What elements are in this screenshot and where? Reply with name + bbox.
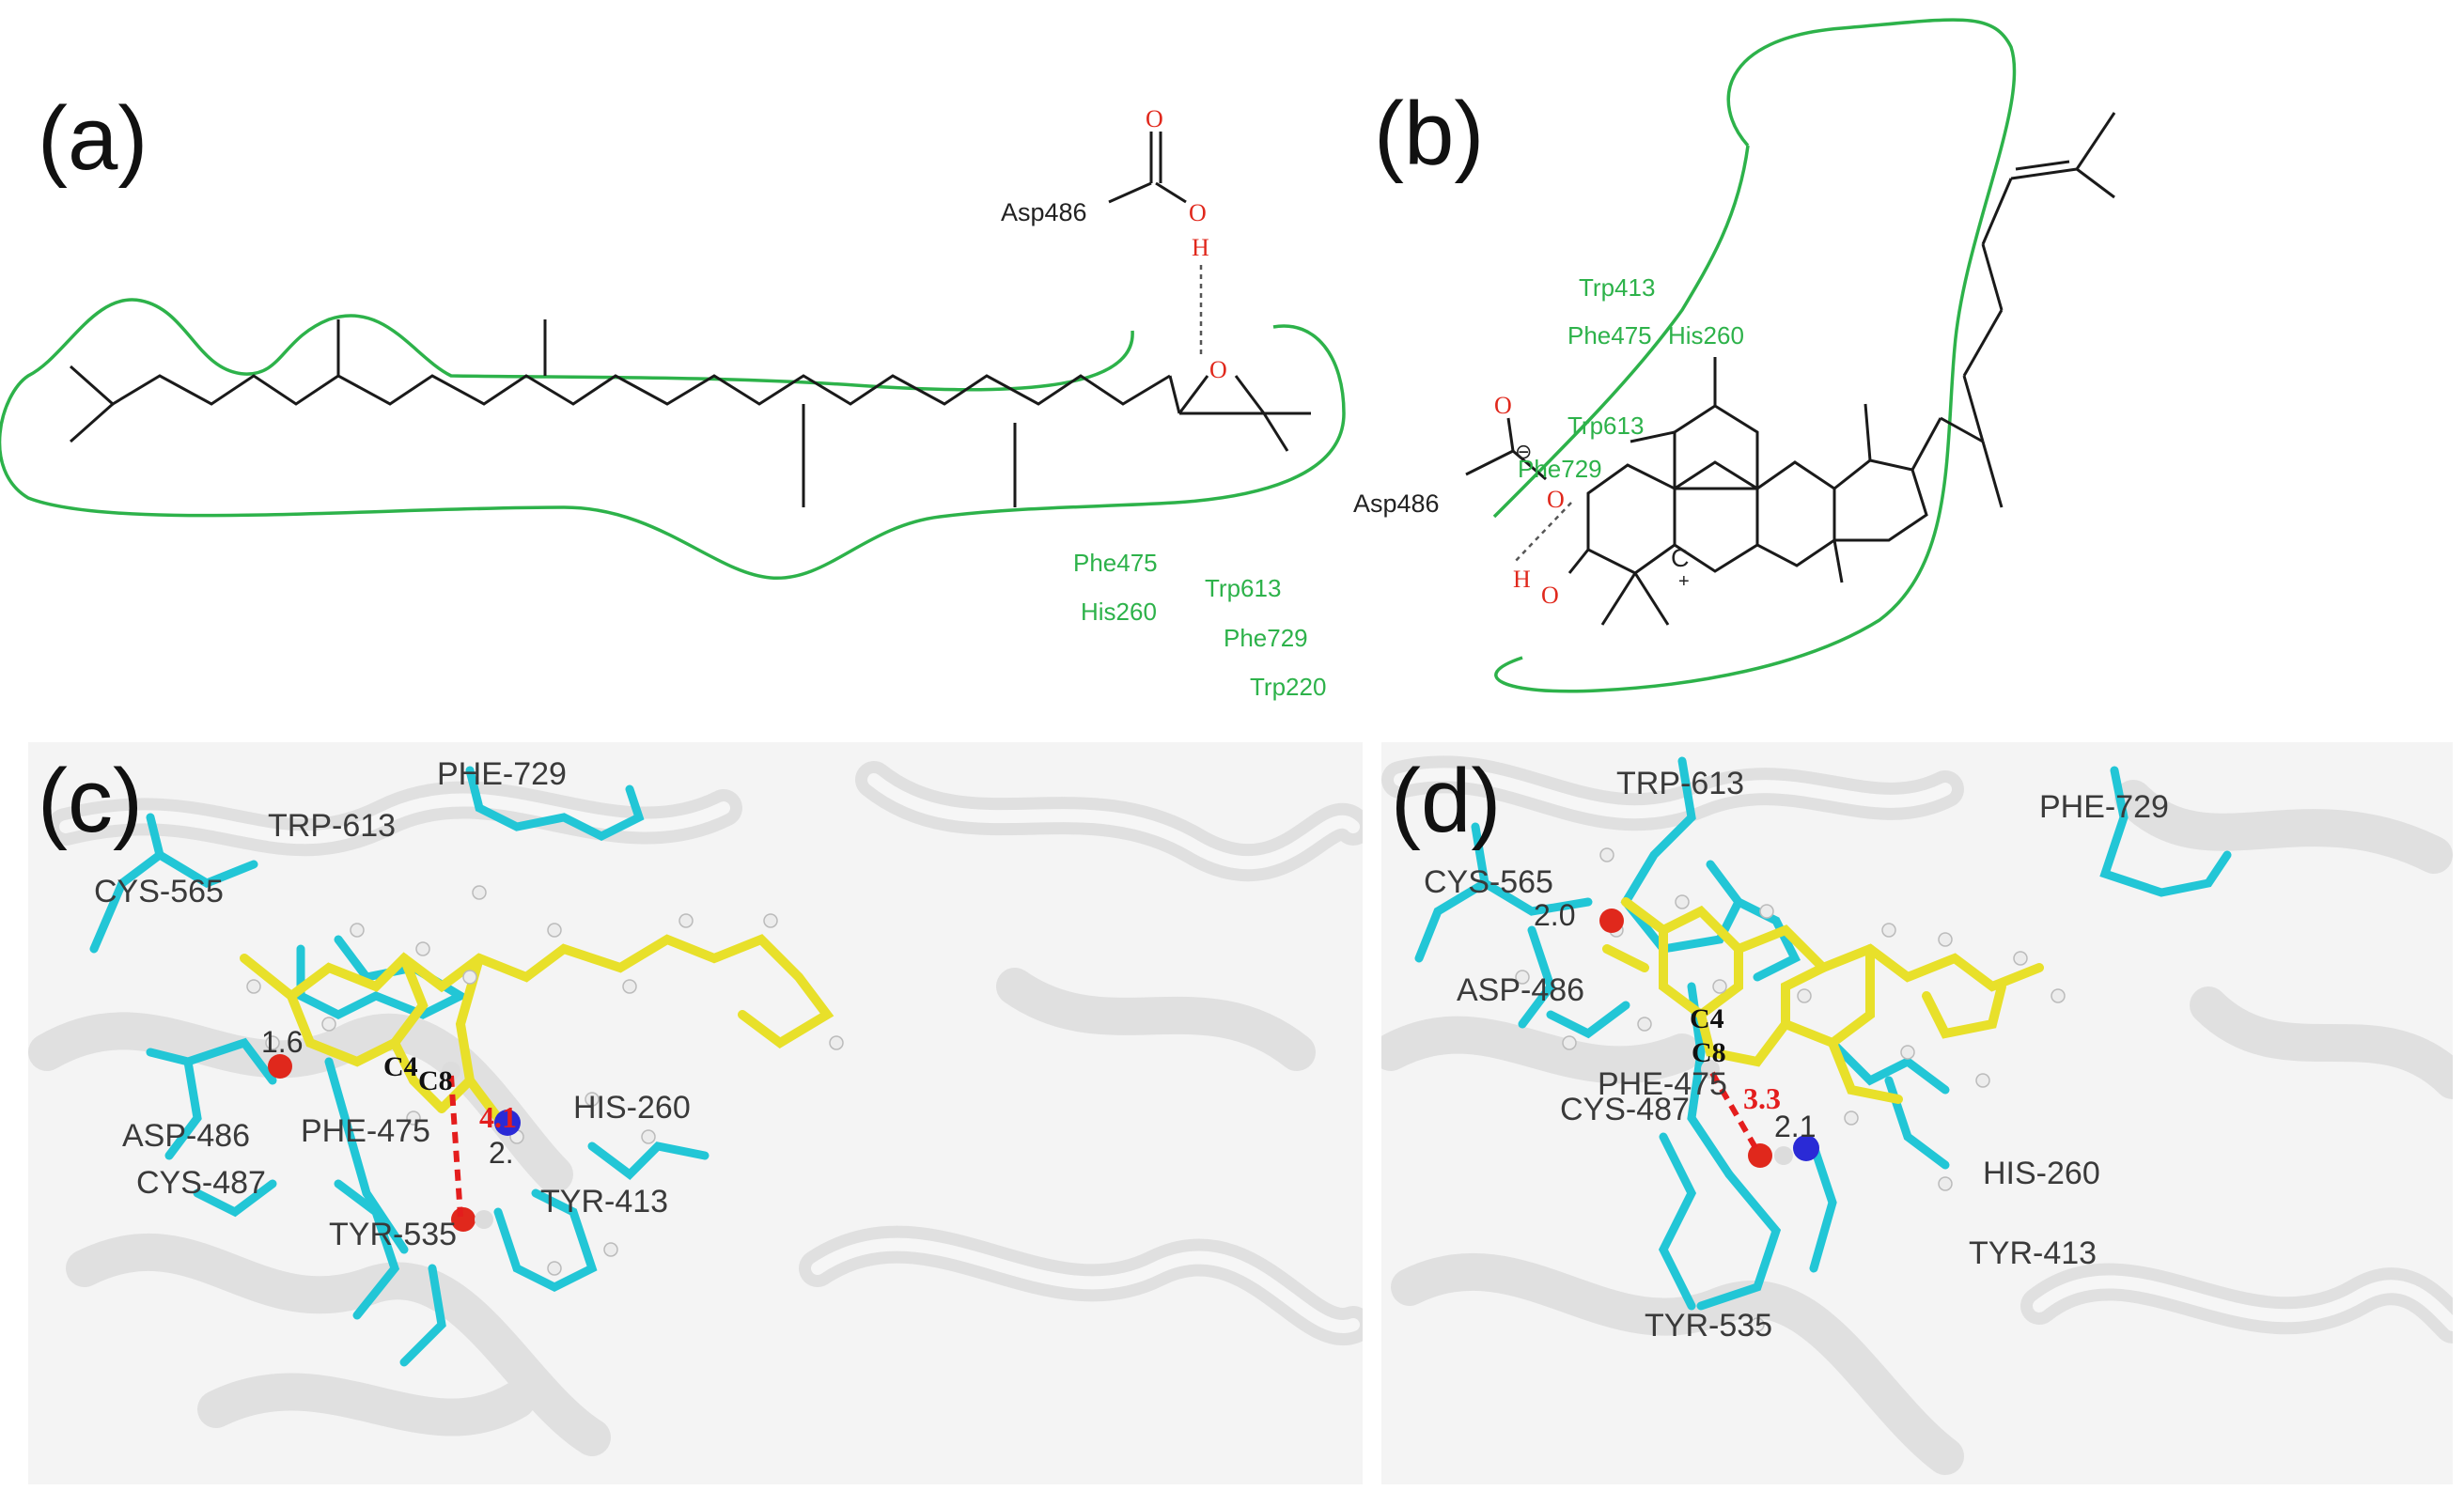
hydrogen-atom-d2 [1774,1146,1793,1165]
residue-phe729-b: Phe729 [1518,455,1602,483]
hbond-b [1512,502,1572,565]
asp486-oxygen-double: O [1146,105,1163,132]
pocket-outline-b2 [1492,145,1750,519]
atom-c8-c: C8 [418,1065,453,1096]
nitrogen-atom-d [1793,1135,1819,1161]
residue-phe729-a: Phe729 [1224,624,1308,652]
oxidosqualene-skeleton [70,319,1171,507]
residue-tyr413-c: TYR-413 [540,1184,668,1219]
atom-c4-c: C4 [383,1051,418,1082]
residue-phe475-a: Phe475 [1073,549,1158,577]
residue-phe729-c: PHE-729 [437,756,567,792]
residue-cys565-c: CYS-565 [94,874,224,909]
protein-ribbon-d-light [1394,768,2453,1331]
pocket-outline-a [0,298,1346,580]
residue-his260-d: HIS-260 [1983,1156,2100,1191]
carboxylate-oxygen-2: O [1547,486,1565,513]
asp486-oxygen-hydroxyl: O [1189,199,1207,226]
panel-b-label: (b) [1374,84,1484,184]
acidic-hydrogen: H [1192,234,1209,261]
asp486-carboxyl [1108,132,1187,204]
carboxylate-oxygen-1: O [1494,392,1512,419]
key-distance-c: 4.1 [479,1100,517,1134]
atom-c8-d: C8 [1692,1037,1726,1068]
epoxide-ring [1168,375,1311,452]
residue-trp613-d: TRP-613 [1616,766,1744,801]
hydroxyl-oxygen-b: O [1541,582,1559,609]
lanosteryl-skeleton [1567,112,2116,626]
panel-c: (c) TRP-613 PHE-729 CYS-565 ASP-486 CYS-… [28,742,1363,1484]
distance-line-c [448,1075,463,1218]
residue-tyr535-c: TYR-535 [329,1217,457,1252]
asp486-carboxylate [1465,417,1547,481]
distance-label-c2: 2. [489,1136,514,1170]
pocket-outline-b [1494,18,2017,693]
residue-tyr413-d: TYR-413 [1969,1235,2097,1271]
residue-trp613-c: TRP-613 [268,808,396,844]
oxygen-atom-c1 [268,1054,292,1079]
key-distance-d: 3.3 [1743,1081,1781,1115]
residue-asp486-c: ASP-486 [122,1118,250,1154]
asp486-label-a: Asp486 [1001,198,1087,226]
residue-trp613-a: Trp613 [1205,574,1281,602]
panel-a: (a) O Asp486 O O H Phe475 His260 Trp613 … [0,0,1353,714]
panel-b: (b) O H C + Asp486 O O ⊖ [1353,0,2464,723]
nitrogen-atom-c [494,1110,521,1136]
asp486-label-b: Asp486 [1353,489,1440,518]
residue-cys487-c: CYS-487 [136,1165,266,1201]
panel-d-label: (d) [1391,751,1501,851]
residue-phe475-d: PHE-475 [1598,1066,1727,1102]
residue-phe729-d: PHE-729 [2039,789,2169,825]
oxygen-atom-d2 [1748,1143,1772,1168]
hydrogen-atoms-c [246,885,844,1276]
residue-tyr535-d: TYR-535 [1645,1308,1772,1343]
residue-his260-b: His260 [1668,321,1744,349]
cation-charge: + [1678,571,1690,592]
residue-phe475-b: Phe475 [1567,321,1652,349]
panel-c-label: (c) [38,751,143,851]
residue-trp413-b: Trp413 [1579,273,1655,302]
distance-line-d [1709,1071,1760,1153]
epoxide-oxygen: O [1209,356,1227,383]
residue-sticks-d [1414,756,2232,1311]
hydrogen-atom-c1 [442,1062,460,1080]
panel-d: (d) TRP-613 PHE-729 CYS-565 ASP-486 CYS-… [1381,742,2453,1484]
distance-label-d1: 2.0 [1534,898,1575,932]
hydrogen-atoms-d [1515,847,2066,1332]
residue-asp486-d: ASP-486 [1457,972,1584,1008]
panel-a-label: (a) [38,88,148,189]
residue-trp613-b: Trp613 [1567,412,1644,440]
distance-label-d2: 2.1 [1774,1110,1816,1143]
residue-his260-a: His260 [1081,598,1157,626]
protein-ribbon-c-light [59,773,1360,1333]
cation-carbon: C [1671,544,1690,572]
atom-c4-d: C4 [1690,1003,1724,1034]
ligand-sticks-d [1602,897,2044,1104]
distance-label-c1: 1.6 [261,1025,303,1059]
carboxylate-charge: ⊖ [1515,440,1532,463]
oxygen-atom-d1 [1599,909,1624,933]
residue-trp220-a: Trp220 [1250,673,1326,701]
residue-his260-c: HIS-260 [573,1090,691,1126]
residue-cys487-d: CYS-487 [1560,1092,1690,1127]
oxygen-atom-c2 [451,1207,476,1232]
residue-cys565-d: CYS-565 [1424,864,1553,900]
hydroxyl-hydrogen-b: H [1513,566,1531,593]
residue-phe475-c: PHE-475 [301,1113,430,1149]
residue-sticks-c [89,766,710,1367]
ligand-sticks-c [240,934,834,1123]
hydrogen-atom-c2 [475,1210,493,1229]
